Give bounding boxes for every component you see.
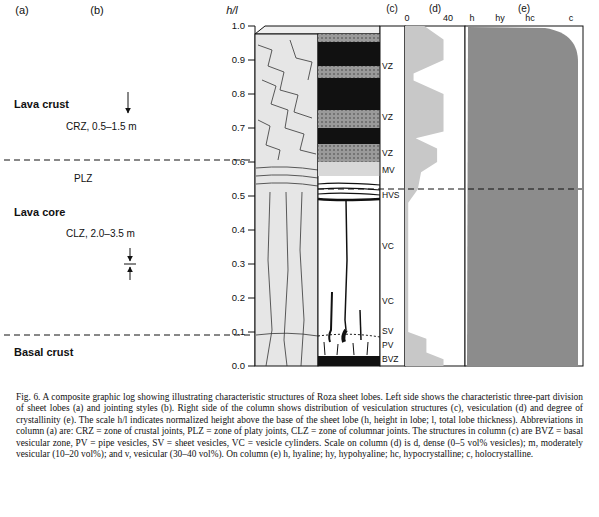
zone-boundary bbox=[4, 335, 250, 336]
structure-code: PV bbox=[382, 341, 393, 350]
column-letter: (b) bbox=[90, 4, 103, 16]
pipe-vesicles bbox=[324, 342, 368, 355]
dense-band bbox=[318, 42, 380, 66]
log-column bbox=[318, 34, 380, 366]
jointed-face bbox=[255, 34, 318, 366]
dense-band bbox=[318, 128, 380, 144]
scale-tick bbox=[248, 26, 255, 27]
structure-code: MV bbox=[382, 166, 395, 175]
zone-subname: CRZ, 0.5–1.5 m bbox=[66, 121, 137, 132]
scale-value: 0.8 bbox=[232, 89, 245, 99]
column-letter: (d) bbox=[429, 3, 441, 14]
vesicular-band bbox=[318, 34, 380, 42]
arrow bbox=[130, 267, 131, 280]
structure-code: VC bbox=[382, 242, 394, 251]
scale-tick bbox=[248, 230, 255, 231]
structure-code: VZ bbox=[382, 113, 393, 122]
scale-tick bbox=[248, 196, 255, 197]
scale-value: 0.0 bbox=[232, 361, 245, 371]
zone-name: Lava crust bbox=[14, 98, 69, 110]
zone-subname: CLZ, 2.0–3.5 m bbox=[66, 228, 135, 239]
vesicular-band bbox=[318, 144, 380, 162]
scale-value: 0.4 bbox=[232, 225, 245, 235]
scale-value: 0.6 bbox=[232, 157, 245, 167]
zone-boundary bbox=[318, 189, 582, 190]
scale-value: 0.1 bbox=[232, 327, 245, 337]
scale-tick bbox=[248, 264, 255, 265]
zone-name: Lava core bbox=[14, 206, 65, 218]
scale-tick bbox=[248, 366, 255, 367]
vesicular-band bbox=[318, 110, 380, 128]
scale-title: h/l bbox=[226, 4, 238, 16]
scale-tick bbox=[248, 162, 255, 163]
zone-name: Basal crust bbox=[14, 346, 73, 358]
basal-vesicular-zone bbox=[318, 356, 380, 366]
scale-tick bbox=[248, 128, 255, 129]
scale-tick bbox=[248, 60, 255, 61]
structure-code: VZ bbox=[382, 62, 393, 71]
structure-code: SV bbox=[382, 327, 393, 336]
arrow bbox=[130, 248, 131, 261]
crystallinity-profile bbox=[467, 27, 578, 366]
structure-code: VC bbox=[382, 297, 394, 306]
structure-code: VZ bbox=[382, 149, 393, 158]
vesiculation-profile bbox=[405, 26, 444, 366]
scale-tick bbox=[248, 94, 255, 95]
scale-value: 0.5 bbox=[232, 191, 245, 201]
crystallinity-column bbox=[465, 26, 583, 366]
vesicular-band bbox=[318, 66, 380, 78]
scale-value: 0.7 bbox=[232, 123, 245, 133]
moderate-band bbox=[318, 162, 380, 176]
dense-band bbox=[318, 78, 380, 110]
structures-column bbox=[380, 26, 405, 366]
figure-caption: Fig. 6. A composite graphic log showing … bbox=[16, 392, 583, 460]
zone-boundary bbox=[4, 160, 250, 161]
zone-subname: PLZ bbox=[74, 173, 92, 184]
structure-code: BVZ bbox=[382, 355, 399, 364]
scale-value: c bbox=[569, 14, 574, 24]
horizontal-vesicle-sheets bbox=[318, 183, 380, 200]
column-letter: (c) bbox=[386, 3, 398, 14]
scale-value: 40 bbox=[443, 14, 453, 24]
scale-value: hc bbox=[525, 14, 535, 24]
arrow bbox=[128, 92, 129, 113]
scale-tick bbox=[248, 332, 255, 333]
scale-value: 0.2 bbox=[232, 293, 245, 303]
arrow-bar bbox=[124, 264, 136, 265]
scale-ticks bbox=[248, 26, 255, 366]
scale-value: 1.0 bbox=[232, 21, 245, 31]
scale-value: 0.9 bbox=[232, 55, 245, 65]
scale-tick bbox=[248, 298, 255, 299]
scale-value: h bbox=[469, 14, 474, 24]
scale-value: 0 bbox=[404, 14, 409, 24]
scale-value: hy bbox=[495, 14, 505, 24]
scale-value: 0.3 bbox=[232, 259, 245, 269]
block-top bbox=[255, 26, 380, 34]
structure-code: HVS bbox=[382, 191, 399, 200]
sheet-vesicles bbox=[318, 334, 380, 337]
vesiculation-column bbox=[405, 26, 465, 366]
column-letter: (e) bbox=[518, 3, 530, 14]
joints bbox=[256, 40, 318, 366]
vesicle-cylinders bbox=[329, 200, 361, 342]
column-letter: (a) bbox=[15, 4, 28, 16]
